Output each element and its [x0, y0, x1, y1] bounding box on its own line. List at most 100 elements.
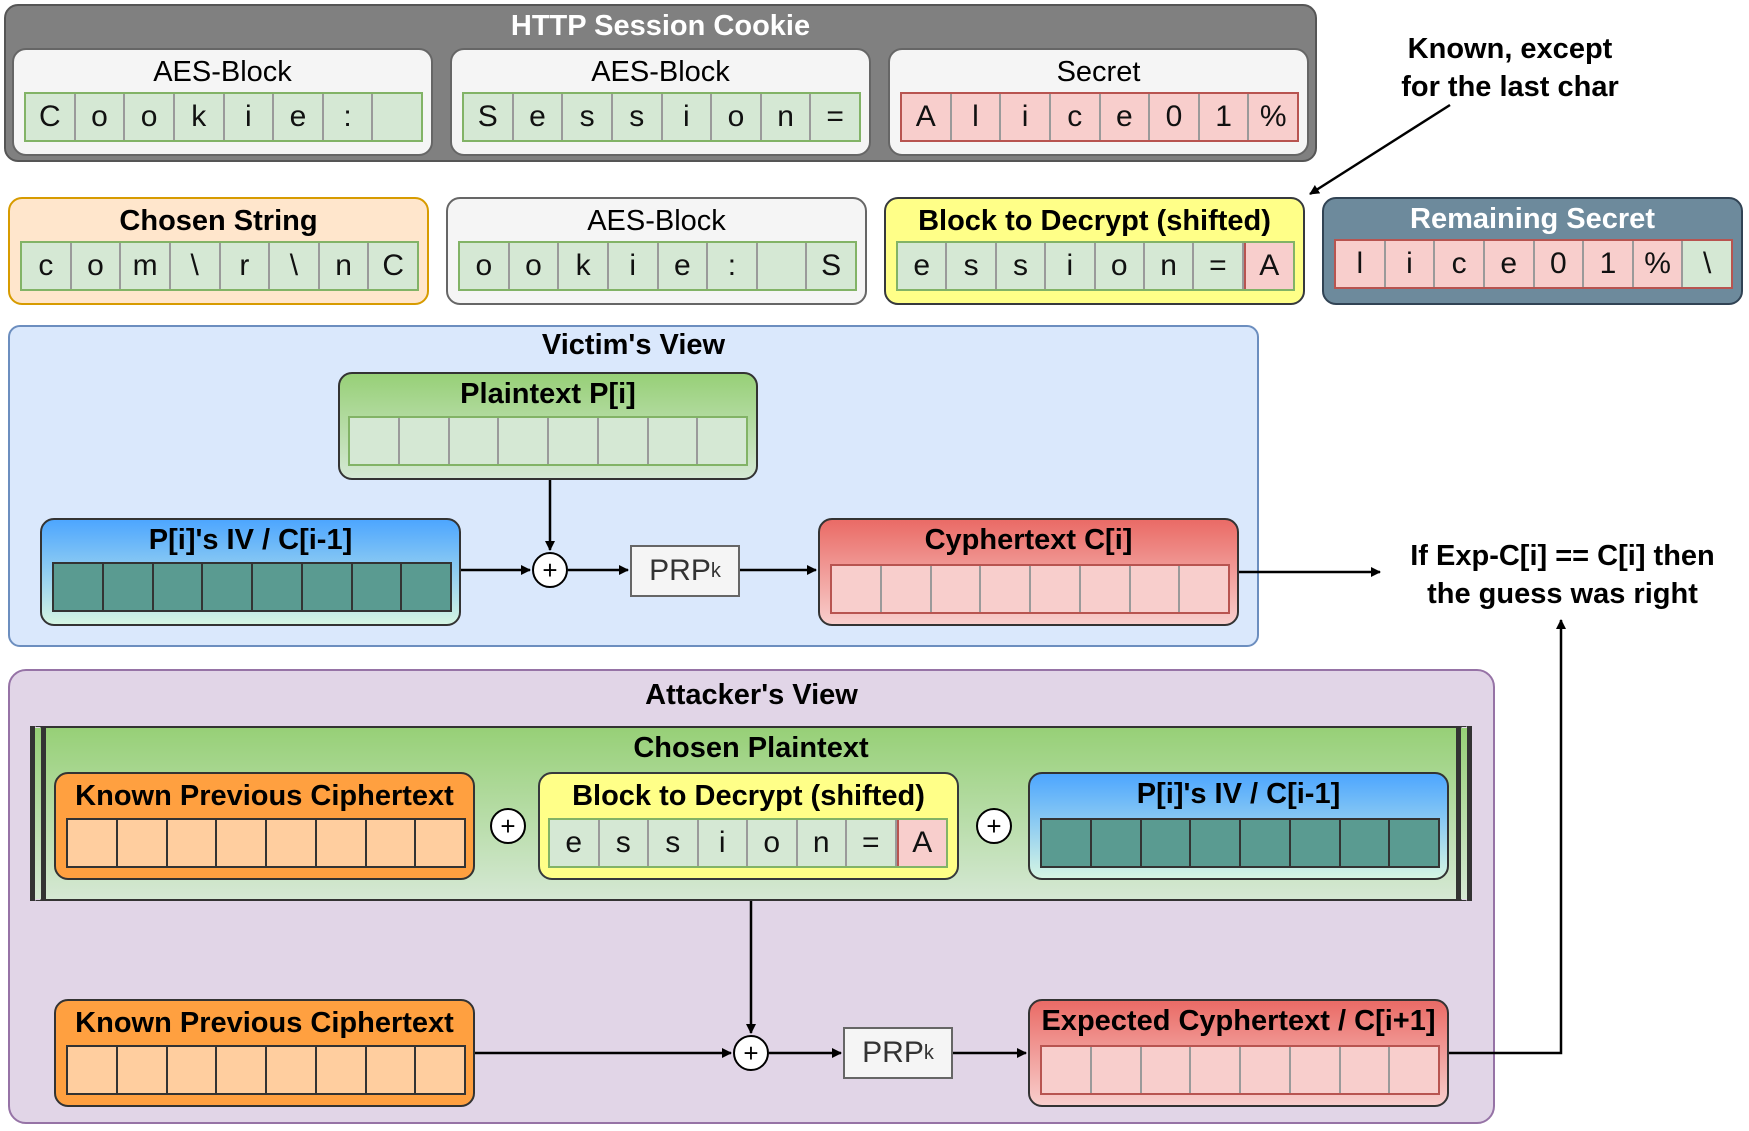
- chosen-string-label: Chosen String: [119, 205, 318, 237]
- empty-cell: [598, 418, 649, 464]
- empty-cell: [416, 1047, 464, 1093]
- char-cell: %: [1249, 94, 1297, 140]
- aes-block-1-label: AES-Block: [153, 56, 292, 88]
- empty-cell: [698, 418, 746, 464]
- empty-cell: [167, 1047, 218, 1093]
- char-cell: i: [224, 94, 275, 140]
- char-cell: o: [748, 820, 798, 866]
- char-cell: k: [559, 243, 609, 289]
- empty-cell: [1340, 1047, 1391, 1093]
- remaining-secret-panel: Remaining Secret l i c e 0 1 % \: [1322, 197, 1743, 305]
- char-cell: o: [1095, 243, 1145, 289]
- empty-cell: [267, 820, 317, 866]
- empty-cell: [253, 564, 303, 610]
- char-cell: i: [1001, 94, 1051, 140]
- known-except-note: Known, except for the last char: [1370, 30, 1650, 106]
- attacker-known-prev-label: Known Previous Ciphertext: [75, 780, 454, 812]
- empty-cell: [449, 418, 500, 464]
- empty-cell: [167, 820, 218, 866]
- empty-cell: [1290, 820, 1341, 866]
- empty-cell: [1031, 566, 1081, 612]
- prp-subscript: k: [710, 559, 721, 582]
- empty-cell: [648, 418, 699, 464]
- aes-block-2-label: AES-Block: [591, 56, 730, 88]
- secret-block-cells: A l i c e 0 1 %: [900, 92, 1299, 142]
- chosen-string-cells: c o m \ r \ n C: [20, 241, 419, 291]
- empty-cell: [366, 820, 417, 866]
- empty-cell: [103, 564, 154, 610]
- empty-cell: [1390, 1047, 1438, 1093]
- empty-cell: [68, 820, 118, 866]
- chosen-string-panel: Chosen String c o m \ r \ n C: [8, 197, 429, 305]
- char-cell: i: [1385, 241, 1436, 287]
- char-cell: :: [323, 94, 374, 140]
- char-cell: s: [599, 820, 649, 866]
- empty-cell: [1180, 566, 1228, 612]
- char-cell: r: [220, 243, 271, 289]
- char-cell: o: [460, 243, 510, 289]
- empty-cell: [350, 418, 400, 464]
- char-cell: A: [902, 94, 952, 140]
- aes-block-1: AES-Block C o o k i e :: [12, 48, 433, 156]
- empty-cell: [1141, 1047, 1192, 1093]
- chosen-plaintext-label: Chosen Plaintext: [633, 732, 869, 764]
- expected-cyphertext-block: Expected Cyphertext / C[i+1]: [1028, 999, 1449, 1107]
- char-cell: i: [662, 94, 713, 140]
- empty-cell: [1091, 820, 1142, 866]
- http-session-cookie-panel: HTTP Session Cookie AES-Block C o o k i …: [4, 4, 1317, 162]
- attacker-iv-cells: [1040, 818, 1440, 868]
- char-cell: o: [71, 243, 122, 289]
- char-cell: [757, 243, 808, 289]
- aes-block-shifted-label: AES-Block: [587, 205, 726, 237]
- char-cell: s: [649, 820, 699, 866]
- remaining-secret-cells: l i c e 0 1 % \: [1334, 239, 1733, 289]
- victim-cyphertext-block: Cyphertext C[i]: [818, 518, 1239, 626]
- empty-cell: [217, 1047, 267, 1093]
- attacker-block-label: Block to Decrypt (shifted): [572, 780, 925, 812]
- empty-cell: [1141, 820, 1192, 866]
- empty-cell: [54, 564, 104, 610]
- char-cell: \: [1683, 241, 1731, 287]
- prp-label: PRP: [649, 554, 711, 587]
- char-cell: e: [898, 243, 948, 289]
- char-cell: 1: [1584, 241, 1634, 287]
- char-cell: e: [550, 820, 600, 866]
- aes-block-2: AES-Block S e s s i o n =: [450, 48, 871, 156]
- empty-cell: [316, 820, 367, 866]
- char-cell: n: [797, 820, 847, 866]
- char-cell: \: [170, 243, 221, 289]
- empty-cell: [832, 566, 882, 612]
- empty-cell: [203, 564, 253, 610]
- char-cell: S: [464, 94, 514, 140]
- char-cell: k: [174, 94, 225, 140]
- victim-plaintext-block: Plaintext P[i]: [338, 372, 758, 480]
- empty-cell: [981, 566, 1031, 612]
- empty-cell: [1241, 820, 1291, 866]
- empty-cell: [267, 1047, 317, 1093]
- block-to-decrypt-panel: Block to Decrypt (shifted) e s s i o n =…: [884, 197, 1305, 305]
- attacker-iv-label: P[i]'s IV / C[i-1]: [1136, 778, 1341, 810]
- char-cell: S: [807, 243, 855, 289]
- char-cell: o: [712, 94, 762, 140]
- empty-cell: [416, 820, 464, 866]
- char-cell: 0: [1150, 94, 1200, 140]
- empty-cell: [366, 1047, 417, 1093]
- empty-cell: [1080, 566, 1131, 612]
- char-cell: 0: [1534, 241, 1585, 287]
- guessed-char-cell: A: [1243, 243, 1293, 289]
- char-cell: s: [947, 243, 997, 289]
- char-cell: C: [369, 243, 417, 289]
- victim-xor-icon: +: [532, 552, 568, 588]
- expected-cyphertext-label: Expected Cyphertext / C[i+1]: [1041, 1005, 1436, 1037]
- aes-block-1-cells: C o o k i e :: [24, 92, 423, 142]
- empty-cell: [1091, 1047, 1142, 1093]
- char-cell: \: [270, 243, 320, 289]
- char-cell: C: [26, 94, 76, 140]
- known-note-line2: for the last char: [1401, 71, 1619, 103]
- char-cell: %: [1633, 241, 1684, 287]
- attacker-known-prev-block: Known Previous Ciphertext: [54, 772, 475, 880]
- empty-cell: [1390, 820, 1438, 866]
- char-cell: 1: [1199, 94, 1250, 140]
- victim-cyphertext-cells: [830, 564, 1230, 614]
